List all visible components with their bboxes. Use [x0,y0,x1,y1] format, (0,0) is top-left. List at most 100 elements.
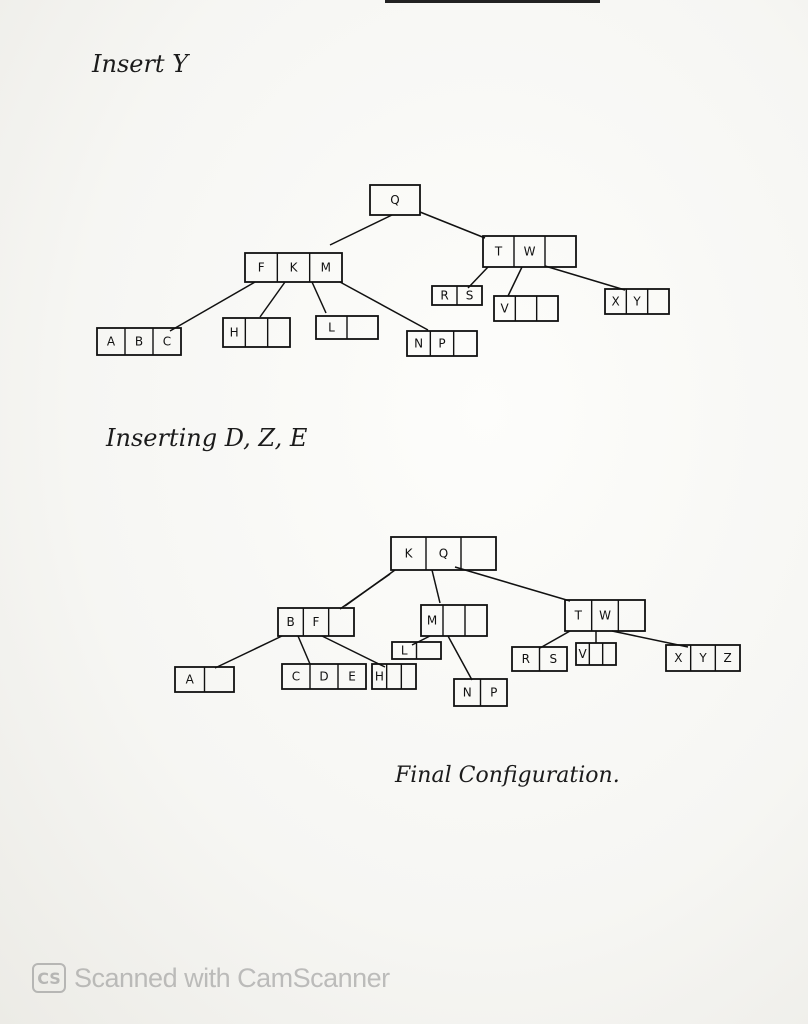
page-edge-line [385,0,600,3]
node-box [369,184,421,216]
node-key: W [599,609,611,623]
node-key: A [186,673,195,687]
node-box [281,663,367,690]
node-key: T [494,245,503,259]
tree-edge [539,630,571,649]
node-box [244,252,343,283]
node-box [564,599,646,632]
node-key: X [674,651,682,665]
node-box [493,295,559,322]
node-key: A [107,335,116,349]
tree-edge [259,281,286,318]
btree-node-t1-root: Q [369,184,421,216]
node-box [604,288,670,315]
node-key: N [414,337,423,351]
node-key: T [574,609,583,623]
node-box [222,317,291,348]
camscanner-watermark: CS Scanned with CamScanner [32,958,390,998]
tree-edge [454,566,571,602]
insert-heading: Insert Y [91,50,190,78]
node-key: V [501,302,510,316]
node-key: C [163,335,171,349]
node-key: B [135,335,143,349]
node-box [575,642,617,666]
node-box [371,663,417,690]
node-key: V [579,647,588,661]
node-key: F [258,261,265,275]
node-box [420,604,488,637]
tree-edge [544,265,626,291]
node-key: H [375,670,384,684]
tree-edge [311,281,327,314]
node-key: X [612,295,620,309]
node-key: R [440,289,448,303]
node-key: B [287,615,295,629]
node-key: Y [698,651,707,665]
watermark-text: Scanned with CamScanner [74,962,390,993]
tree-edge [297,635,311,665]
tree-edge [169,281,256,332]
btree-node-t1-l: L [315,315,379,340]
node-box [96,327,182,356]
tree-edge [339,281,429,331]
tree-edge [467,266,489,289]
node-key: L [328,321,335,335]
btree-node-t2-a: A [174,666,235,693]
node-key: K [405,547,414,561]
node-box [390,536,497,571]
node-box [482,235,577,268]
tree-edge [507,266,523,297]
btree-node-t2-xyz: X Y Z [665,644,741,672]
node-key: C [292,670,300,684]
node-box [406,330,478,357]
final-caption: Final Configuration. [394,763,620,788]
node-key: S [466,289,474,303]
btree-node-t2-cde: C D E [281,663,367,690]
node-key: S [549,652,557,666]
node-box [665,644,741,672]
node-key: M [321,261,331,275]
node-key: P [438,337,445,351]
node-key: K [290,261,299,275]
node-key: L [401,644,408,658]
node-key: Y [632,295,641,309]
inserting-heading: Inserting D, Z, E [105,424,308,452]
node-key: D [319,670,328,684]
tree-edges [169,211,689,681]
tree-edge [329,214,393,246]
node-key: H [230,326,239,340]
node-key: F [313,615,320,629]
btree-node-t2-l: L [391,641,442,660]
node-key: M [427,614,437,628]
tree-edge [321,635,386,668]
btree-node-t2-v: V [575,642,617,666]
node-key: E [348,670,356,684]
btree-node-t1-h: H [222,317,291,348]
tree-edge [419,211,486,239]
tree-edge [431,569,441,604]
node-key: Q [390,193,399,207]
node-key: W [524,245,536,259]
tree-edge [339,573,391,610]
node-key: P [490,686,497,700]
btree-node-t1-v: V [493,295,559,322]
node-key: Q [439,547,448,561]
btree-node-t2-h: H [371,663,417,690]
node-key: R [522,652,530,666]
node-key: Z [724,651,732,665]
node-box [277,607,355,637]
node-key: N [463,686,472,700]
btree-node-t1-abc: A B C [96,327,182,356]
tree-edge [214,635,283,669]
